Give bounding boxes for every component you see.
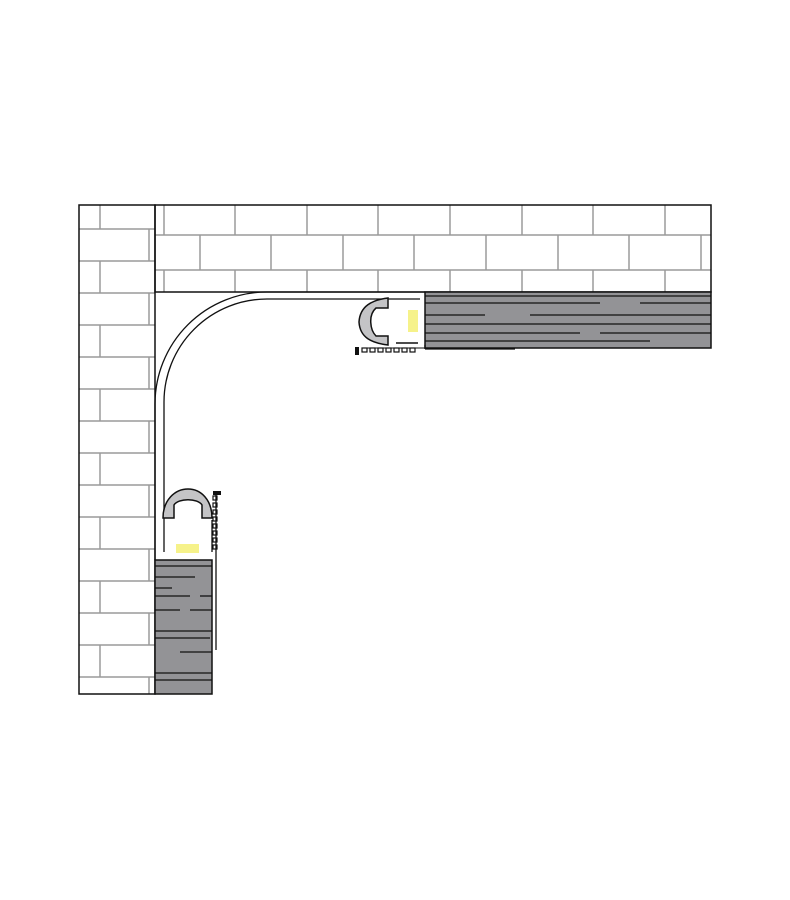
mounting-clip [385,347,392,353]
mounting-clip [369,347,376,353]
led-strip [176,544,199,553]
mounting-clip [212,537,218,543]
brick-wall-left [79,205,155,694]
mounting-clip [212,544,218,550]
diffuser-cap [162,488,213,519]
mounting-clip [212,502,218,508]
mounting-clip [393,347,400,353]
diffuser-cap [358,297,389,346]
wood-panel-top [424,291,712,349]
brick-ceiling-outline [154,204,712,293]
mounting-clip [212,509,218,515]
wood-panel-left [154,559,213,695]
mounting-clip [409,347,416,353]
led-profile-top [355,297,418,355]
brick-wall-left-outline [78,204,156,695]
mounting-clip [361,347,368,353]
led-strip [408,310,418,332]
mounting-clip [212,516,218,522]
mounting-clip [401,347,408,353]
mounting-clip [212,523,218,529]
brick-ceiling [155,205,711,292]
led-profile-left [162,488,221,553]
mounting-clip [212,495,218,501]
mounting-clip [377,347,384,353]
mounting-clip [212,530,218,536]
